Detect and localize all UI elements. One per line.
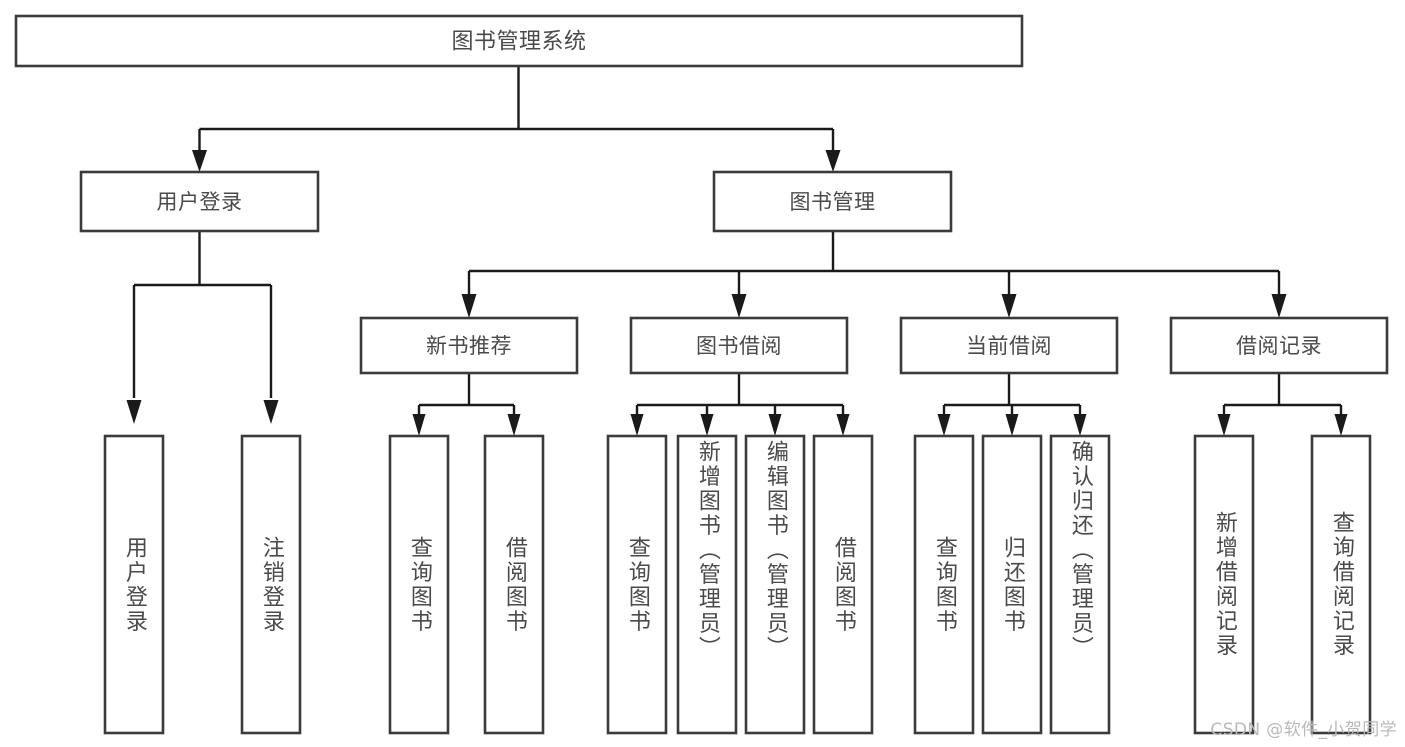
node-leaf10[interactable] bbox=[981, 434, 1043, 735]
node-current-label: 当前借阅 bbox=[966, 334, 1052, 358]
node-leaf2[interactable] bbox=[240, 434, 302, 735]
node-root[interactable] bbox=[14, 14, 1024, 68]
arrow-to-leaf5 bbox=[630, 414, 644, 436]
edge-layer bbox=[126, 66, 1348, 436]
node-layer: 图书管理系统 用户登录 图书管理 新书推荐 图书借阅 当前借阅 借阅记录 bbox=[14, 14, 1389, 735]
node-leaf7[interactable] bbox=[744, 434, 806, 735]
csdn-watermark: CSDN @软件_小贺同学 bbox=[1210, 720, 1397, 740]
arrow-to-leaf2 bbox=[263, 400, 279, 424]
node-current[interactable] bbox=[899, 316, 1119, 375]
node-bookmgmt[interactable] bbox=[712, 170, 953, 233]
node-borrow[interactable] bbox=[629, 316, 849, 375]
node-leaf8[interactable] bbox=[812, 434, 874, 735]
node-leaf5[interactable] bbox=[606, 434, 668, 735]
node-leaf3[interactable] bbox=[388, 434, 450, 735]
node-login[interactable] bbox=[79, 170, 320, 233]
arrow-to-leaf3 bbox=[412, 414, 426, 436]
arrow-to-leaf7 bbox=[768, 414, 782, 436]
arrow-to-newbook bbox=[461, 294, 477, 318]
node-root-label: 图书管理系统 bbox=[451, 30, 586, 55]
node-leaf6[interactable] bbox=[676, 434, 738, 735]
node-leaf13[interactable] bbox=[1310, 434, 1372, 735]
node-newbook[interactable] bbox=[359, 316, 579, 375]
node-bookmgmt-label: 图书管理 bbox=[790, 190, 876, 214]
node-leaf4[interactable] bbox=[483, 434, 545, 735]
arrow-to-record bbox=[1271, 294, 1287, 318]
node-leaf9[interactable] bbox=[913, 434, 975, 735]
node-record-label: 借阅记录 bbox=[1236, 334, 1322, 358]
node-record[interactable] bbox=[1169, 316, 1389, 375]
arrow-to-leaf13 bbox=[1334, 414, 1348, 436]
node-borrow-label: 图书借阅 bbox=[696, 334, 782, 358]
arrow-to-current bbox=[1001, 294, 1017, 318]
arrow-to-leaf4 bbox=[507, 414, 521, 436]
node-leaf12[interactable] bbox=[1193, 434, 1255, 735]
node-login-label: 用户登录 bbox=[157, 190, 243, 214]
arrow-to-leaf1 bbox=[126, 400, 142, 424]
arrow-to-leaf11 bbox=[1073, 414, 1087, 436]
node-newbook-label: 新书推荐 bbox=[426, 334, 512, 358]
node-leaf1[interactable] bbox=[103, 434, 165, 735]
arrow-to-borrow bbox=[731, 294, 747, 318]
arrow-to-leaf8 bbox=[836, 414, 850, 436]
arrow-to-login bbox=[192, 150, 207, 172]
arrow-to-leaf6 bbox=[700, 414, 714, 436]
arrow-to-leaf10 bbox=[1005, 414, 1019, 436]
node-leaf11[interactable] bbox=[1049, 434, 1111, 735]
arrow-to-leaf9 bbox=[937, 414, 951, 436]
arrow-to-leaf12 bbox=[1217, 414, 1231, 436]
arrow-to-bookmgmt bbox=[825, 150, 841, 172]
